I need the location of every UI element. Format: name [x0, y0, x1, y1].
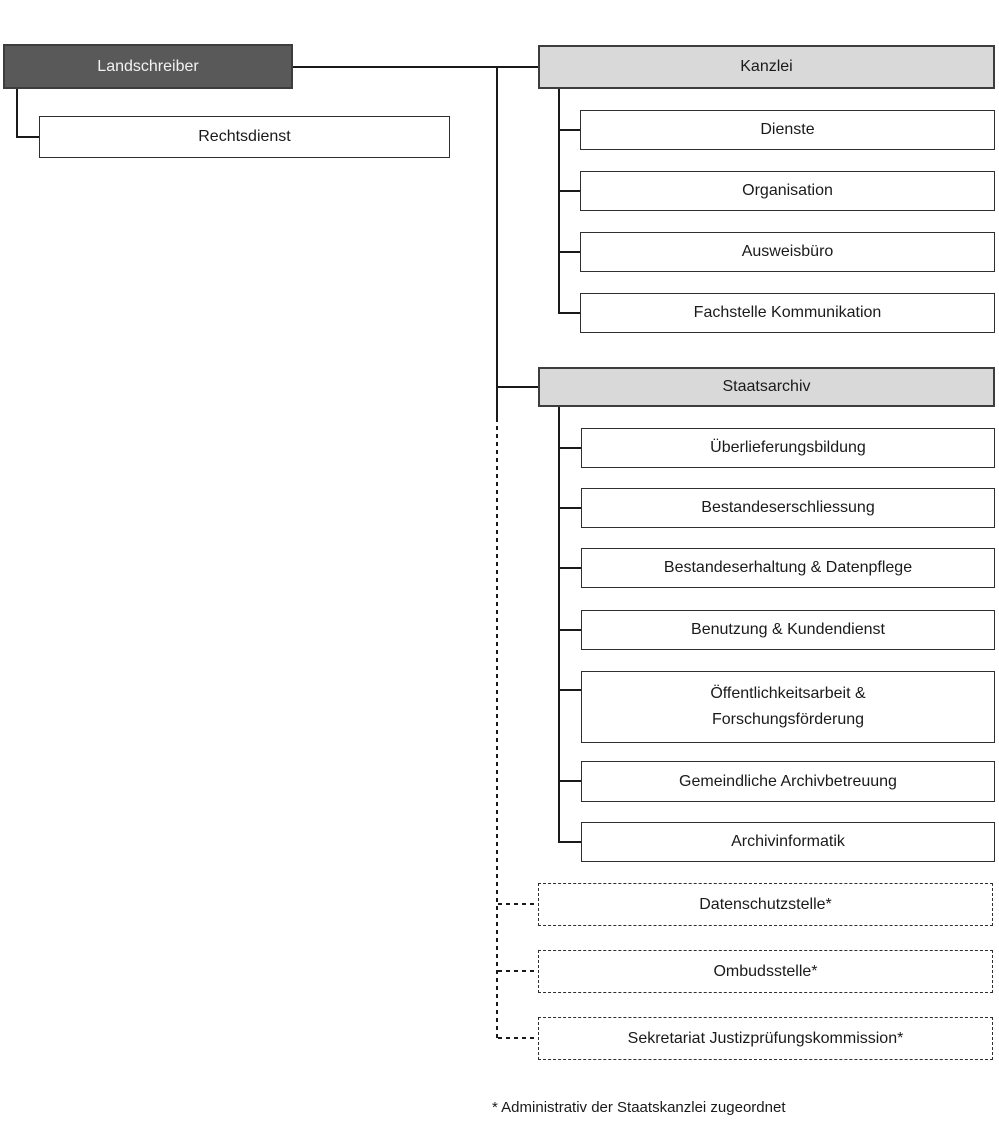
connector-kanzlei-stub-ausweisbuero — [558, 251, 580, 253]
node-ueberlieferungsbildung: Überlieferungsbildung — [581, 428, 995, 468]
connector-staatsarchiv-stub-5 — [558, 780, 581, 782]
node-benutzung-kundendienst: Benutzung & Kundendienst — [581, 610, 995, 650]
connector-staatsarchiv-stub-3 — [558, 629, 581, 631]
node-kanzlei: Kanzlei — [538, 45, 995, 89]
connector-kanzlei-stub-dienste — [558, 129, 580, 131]
connector-datenschutzstelle-stub — [498, 903, 538, 905]
connector-root-down — [16, 89, 18, 138]
node-fachstelle-kommunikation: Fachstelle Kommunikation — [580, 293, 995, 333]
connector-main-trunk-dashed — [496, 418, 498, 1039]
connector-rechtsdienst-stub — [16, 136, 40, 138]
connector-kanzlei-trunk — [558, 89, 560, 314]
connector-ombudsstelle-stub — [498, 970, 538, 972]
node-rechtsdienst: Rechtsdienst — [39, 116, 450, 158]
connector-main-trunk — [496, 66, 498, 418]
node-organisation: Organisation — [580, 171, 995, 211]
node-staatsarchiv: Staatsarchiv — [538, 367, 995, 407]
connector-staatsarchiv-stub-2 — [558, 567, 581, 569]
node-landschreiber: Landschreiber — [3, 44, 293, 89]
connector-sekretariat-stub — [498, 1037, 538, 1039]
node-sekretariat-justizpruefungskommission: Sekretariat Justizprüfungskommission* — [538, 1017, 993, 1060]
node-dienste: Dienste — [580, 110, 995, 150]
connector-staatsarchiv-stub-0 — [558, 447, 581, 449]
node-archivinformatik: Archivinformatik — [581, 822, 995, 862]
connector-root-kanzlei — [293, 66, 538, 68]
node-ausweisbuero: Ausweisbüro — [580, 232, 995, 272]
node-bestandeserhaltung-datenpflege: Bestandeserhaltung & Datenpflege — [581, 548, 995, 588]
node-gemeindliche-archivbetreuung: Gemeindliche Archivbetreuung — [581, 761, 995, 802]
connector-kanzlei-stub-organisation — [558, 190, 580, 192]
connector-staatsarchiv-stub-4 — [558, 689, 581, 691]
node-bestandeserschliessung: Bestandeserschliessung — [581, 488, 995, 528]
node-oeffentlichkeitsarbeit-forschungsfoerderung: Öffentlichkeitsarbeit & Forschungsförder… — [581, 671, 995, 743]
connector-staatsarchiv-stub-1 — [558, 507, 581, 509]
connector-staatsarchiv-stub — [497, 386, 538, 388]
connector-kanzlei-stub-fachstelle — [558, 312, 580, 314]
node-ombudsstelle: Ombudsstelle* — [538, 950, 993, 993]
footnote: * Administrativ der Staatskanzlei zugeor… — [492, 1099, 786, 1116]
connector-staatsarchiv-stub-6 — [558, 841, 581, 843]
node-datenschutzstelle: Datenschutzstelle* — [538, 883, 993, 926]
connector-staatsarchiv-trunk — [558, 407, 560, 843]
